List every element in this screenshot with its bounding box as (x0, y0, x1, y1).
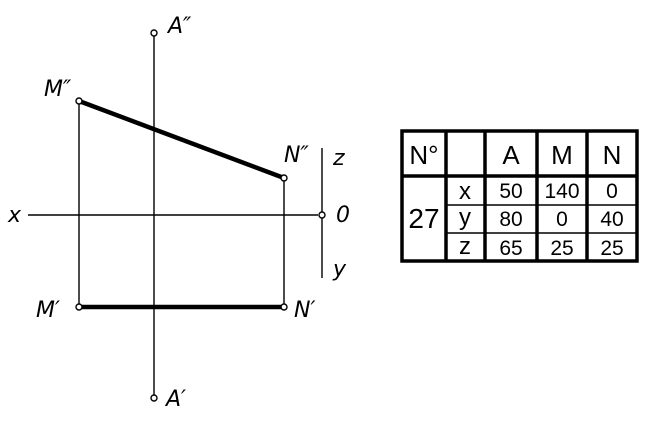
table-coord-z: z (459, 233, 471, 260)
table-coord-y: y (459, 204, 471, 231)
table-cell: 65 (499, 237, 522, 260)
table-header-number: N° (409, 140, 438, 170)
label-y-axis: y (332, 257, 347, 282)
table-header-n: N (603, 140, 622, 170)
point-a-top (150, 394, 158, 402)
label-n-top: N′ (294, 298, 315, 323)
table-header-m: M (551, 140, 573, 170)
table-variant: 27 (408, 203, 439, 234)
table-coord-x: x (459, 178, 471, 205)
point-n-front (280, 174, 288, 182)
table-cell: 50 (499, 180, 522, 203)
point-m-front (75, 97, 83, 105)
table-cell: 25 (550, 237, 573, 260)
label-a-top: A′ (164, 387, 186, 412)
table-cell: 25 (600, 237, 623, 260)
label-m-top: M′ (36, 298, 60, 323)
label-z-axis: z (332, 146, 345, 171)
label-m-front: M″ (44, 77, 72, 102)
table-cell: 140 (544, 180, 579, 203)
table-cell: 40 (600, 208, 623, 231)
point-n-top (280, 303, 288, 311)
label-a-front: A″ (166, 14, 192, 39)
table-cell: 80 (499, 208, 522, 231)
origin-point (318, 211, 326, 219)
table-cell: 0 (606, 180, 618, 203)
table-cell: 0 (556, 208, 568, 231)
segment-mn-front (78, 98, 285, 181)
coordinates-table: N° A M N 27 x 50 140 0 y 80 0 40 z 65 25… (400, 129, 639, 263)
point-m-top (75, 303, 83, 311)
point-a-front (150, 29, 158, 37)
table-header-a: A (502, 140, 520, 170)
label-n-front: N″ (284, 143, 309, 168)
label-origin: 0 (336, 203, 350, 228)
table-border (400, 129, 639, 263)
label-x-axis: x (7, 203, 22, 228)
